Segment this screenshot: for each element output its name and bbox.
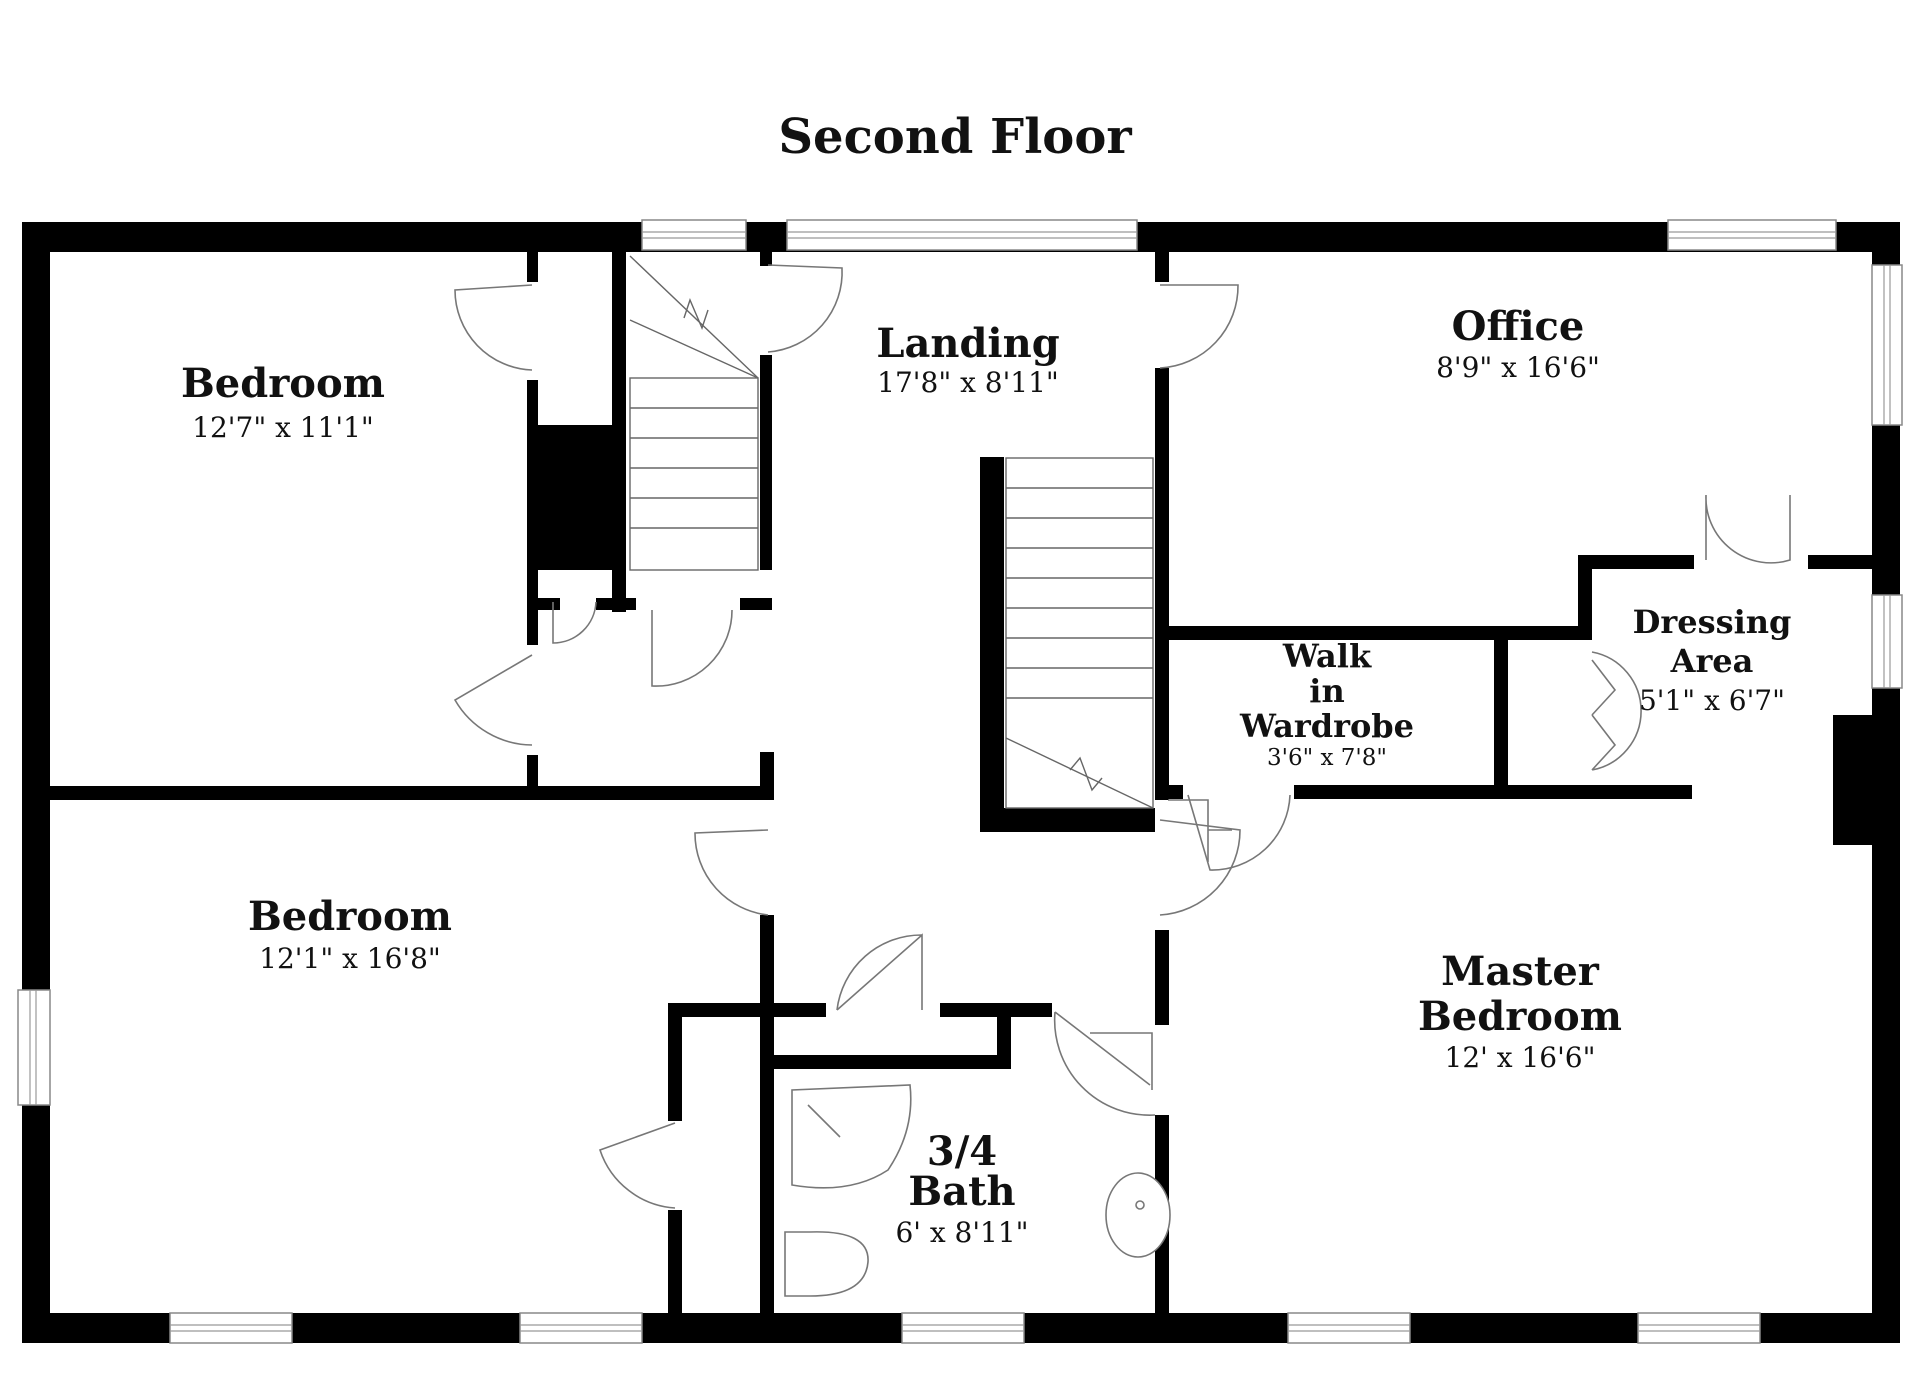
room-name-bath-line1: 3/4 bbox=[927, 1128, 997, 1175]
wall-wardrobe-bottom-left bbox=[1155, 785, 1183, 799]
wall-wardrobe-bottom bbox=[1294, 785, 1692, 799]
room-dims-landing: 17'8" x 8'11" bbox=[877, 366, 1059, 399]
wall-wardrobe-right bbox=[1494, 640, 1508, 785]
room-name-wardrobe-line2: in bbox=[1309, 672, 1344, 710]
room-name-master-line2: Bedroom bbox=[1418, 993, 1622, 1040]
door-small-closet bbox=[552, 601, 597, 644]
wall-bath-top-b bbox=[940, 1003, 1052, 1017]
wall-upper-stair-stub bbox=[760, 252, 772, 266]
wall-landing-lower bbox=[760, 915, 774, 1325]
wall-closet-bottom-b bbox=[596, 598, 636, 610]
door-linen bbox=[598, 1122, 676, 1209]
window-top-office bbox=[1667, 219, 1837, 251]
shower-icon bbox=[791, 1084, 912, 1189]
lower-stair bbox=[1005, 457, 1154, 809]
window-bottom-master-1 bbox=[1287, 1312, 1411, 1344]
room-name-bedroom-2: Bedroom bbox=[248, 893, 452, 940]
upper-stair bbox=[629, 255, 759, 571]
door-closet-landing-top bbox=[767, 264, 843, 353]
room-labels: Bedroom 12'7" x 11'1" Bedroom 12'1" x 16… bbox=[181, 303, 1791, 1249]
door-bath-side bbox=[1053, 1011, 1156, 1116]
wall-bedrooms-divider bbox=[50, 786, 768, 800]
window-bottom-2 bbox=[519, 1312, 643, 1344]
windows bbox=[17, 219, 1903, 1344]
room-name-master-line1: Master bbox=[1441, 948, 1600, 995]
wall-bath-inner bbox=[774, 1055, 1011, 1069]
chimney-block bbox=[527, 425, 619, 570]
wall-closet-right bbox=[612, 252, 626, 612]
window-bottom-bath bbox=[901, 1312, 1025, 1344]
room-name-wardrobe-line1: Walk bbox=[1282, 637, 1372, 675]
door-stair-closet bbox=[651, 609, 733, 687]
bath-fixtures bbox=[784, 1084, 1171, 1297]
room-dims-office: 8'9" x 16'6" bbox=[1436, 351, 1600, 384]
wall-closet-left-c bbox=[527, 755, 538, 787]
wall-lower-stair-left bbox=[980, 457, 1004, 832]
wall-bath-left-b bbox=[668, 1210, 682, 1325]
door-dressing bbox=[1705, 494, 1791, 564]
wall-upper-stair-right bbox=[760, 355, 772, 570]
room-dims-wardrobe: 3'6" x 7'8" bbox=[1267, 745, 1387, 771]
wall-bath-top-a bbox=[668, 1003, 826, 1017]
wall-upper-stair-bottom bbox=[740, 598, 772, 610]
door-bath bbox=[836, 933, 923, 1011]
wall-office-left-b bbox=[1155, 368, 1169, 626]
door-wardrobe-a bbox=[1187, 794, 1291, 871]
wall-dressing-top-a bbox=[1578, 555, 1694, 569]
room-dims-dressing: 5'1" x 6'7" bbox=[1639, 684, 1785, 717]
wall-bath-left bbox=[668, 1003, 682, 1121]
wall-dressing-left bbox=[1578, 555, 1592, 640]
toilet-icon bbox=[784, 1231, 869, 1297]
room-name-dressing-line1: Dressing bbox=[1633, 603, 1792, 641]
room-name-dressing-line2: Area bbox=[1670, 642, 1754, 680]
window-bottom-1 bbox=[169, 1312, 293, 1344]
wall-office-left-a bbox=[1155, 252, 1169, 282]
room-name-landing: Landing bbox=[876, 320, 1059, 367]
room-dims-bath: 6' x 8'11" bbox=[895, 1216, 1028, 1249]
door-dressing-left bbox=[1591, 651, 1642, 771]
shower-drain-line bbox=[807, 1104, 841, 1138]
door-master bbox=[1159, 819, 1241, 916]
window-right-office bbox=[1871, 264, 1903, 426]
wall-master-left-a bbox=[1155, 930, 1169, 1025]
window-top-closet bbox=[641, 219, 747, 251]
room-name-bedroom-1: Bedroom bbox=[181, 360, 385, 407]
door-office bbox=[1159, 284, 1239, 369]
door-bedroom1-closet bbox=[454, 284, 533, 371]
wall-closet-bottom bbox=[538, 598, 560, 610]
window-right-dressing bbox=[1871, 594, 1903, 689]
wall-lower-stair-bottom bbox=[980, 808, 1155, 832]
room-dims-bedroom-2: 12'1" x 16'8" bbox=[259, 942, 441, 975]
window-top-landing bbox=[786, 219, 1138, 251]
room-name-wardrobe-line3: Wardrobe bbox=[1239, 707, 1414, 745]
doors bbox=[453, 264, 1791, 1209]
door-bedroom2 bbox=[694, 829, 769, 916]
stairs bbox=[629, 255, 1154, 809]
sink-icon bbox=[1105, 1172, 1171, 1258]
wall-closet-left bbox=[527, 252, 538, 282]
room-dims-master: 12' x 16'6" bbox=[1445, 1041, 1596, 1074]
wall-landing-stub bbox=[760, 752, 774, 800]
window-bottom-master-2 bbox=[1637, 1312, 1761, 1344]
room-name-office: Office bbox=[1452, 303, 1585, 350]
window-left-bedroom bbox=[17, 989, 51, 1106]
plan-title: Second Floor bbox=[778, 109, 1132, 165]
exterior-wall-left bbox=[22, 222, 50, 1343]
sink-drain-icon bbox=[1135, 1200, 1145, 1210]
chimney-right bbox=[1833, 715, 1872, 845]
wall-wardrobe-left bbox=[1155, 640, 1169, 800]
room-name-bath-line2: Bath bbox=[908, 1168, 1015, 1215]
wall-office-bottom bbox=[1155, 626, 1592, 640]
door-wardrobe-fold bbox=[1168, 799, 1232, 862]
door-bath-hall-b bbox=[1090, 1032, 1153, 1090]
wall-dressing-top-b bbox=[1808, 555, 1872, 569]
room-dims-bedroom-1: 12'7" x 11'1" bbox=[192, 411, 374, 444]
wall-bath-inner-right bbox=[997, 1003, 1011, 1069]
door-bedroom1 bbox=[453, 654, 533, 746]
